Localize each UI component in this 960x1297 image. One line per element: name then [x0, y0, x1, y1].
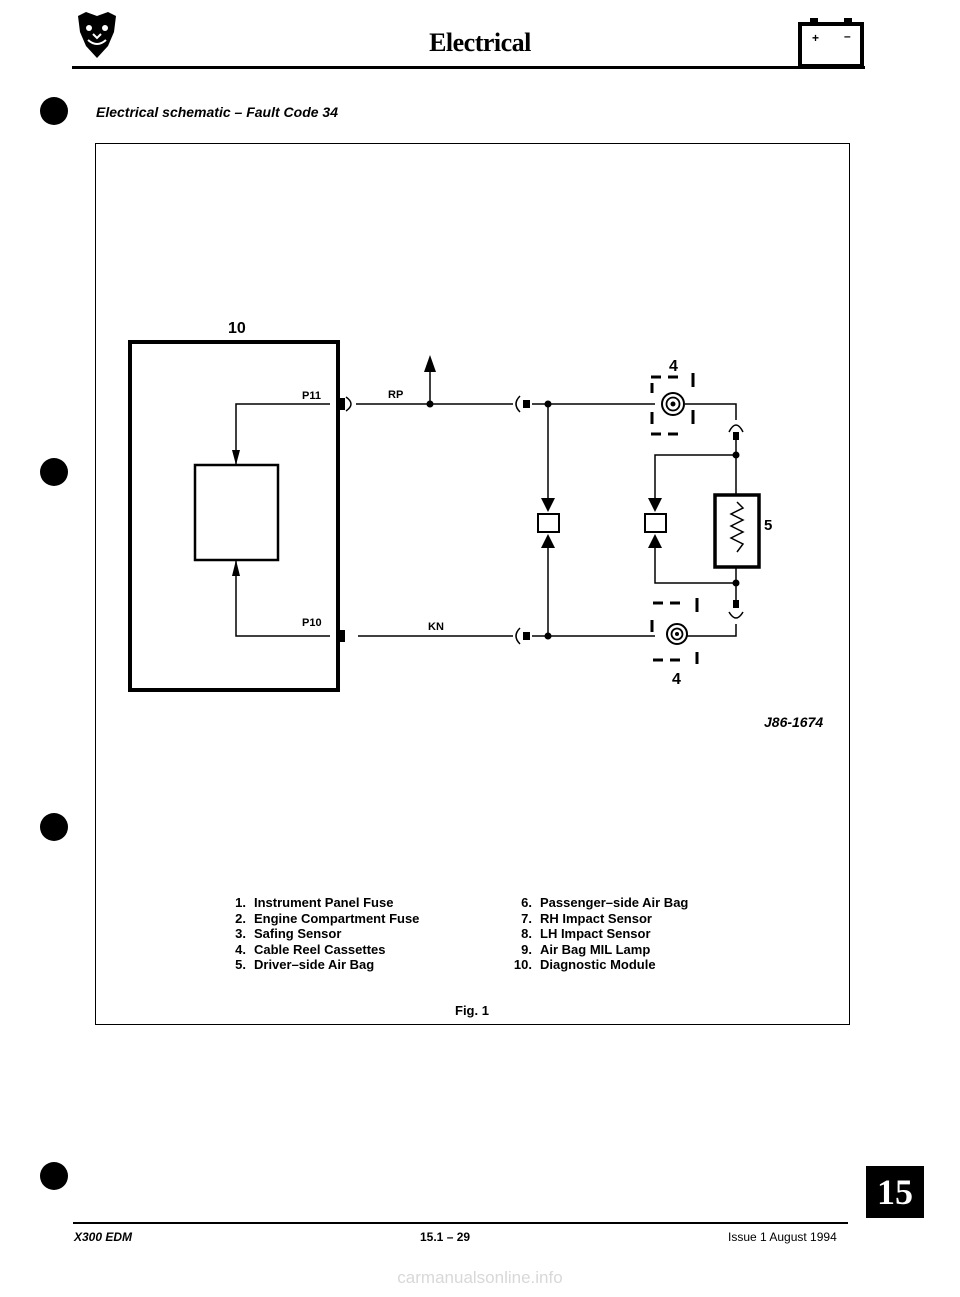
internal-module-box — [193, 463, 280, 562]
legend-item: 10.Diagnostic Module — [513, 957, 656, 972]
legend-left: 1.Instrument Panel Fuse 2.Engine Compart… — [216, 895, 419, 973]
legend-right: 6.Passenger–side Air Bag 7.RH Impact Sen… — [502, 895, 688, 973]
wire-label-kn: KN — [428, 621, 444, 633]
pin-label-lower: P10 — [302, 617, 322, 629]
battery-minus-sign: – — [844, 29, 851, 43]
figure-caption: Fig. 1 — [455, 1003, 489, 1018]
margin-bullet — [40, 97, 68, 125]
drawing-number: J86-1674 — [764, 714, 823, 730]
footer-page-number: 15.1 – 29 — [420, 1230, 471, 1244]
wire-label-rp: RP — [388, 389, 403, 401]
page-title: Electrical — [429, 28, 531, 57]
reel-label-top: 4 — [669, 358, 678, 375]
battery-icon: + – — [796, 16, 866, 68]
margin-bullet — [40, 1162, 68, 1190]
footer-divider — [73, 1222, 848, 1224]
pin-label-upper: P11 — [302, 390, 321, 402]
battery-plus-sign: + — [812, 31, 819, 45]
footer-issue-date: Issue 1 August 1994 — [728, 1230, 837, 1244]
footer-doc-id: X300 EDM — [74, 1230, 133, 1244]
header-divider — [72, 66, 865, 69]
legend-item: 4.Cable Reel Cassettes — [235, 941, 386, 957]
legend-item: 7.RH Impact Sensor — [521, 910, 652, 926]
reel-label-bottom: 4 — [672, 671, 681, 688]
section-tab[interactable]: 15 — [866, 1166, 924, 1218]
legend-item: 8.LH Impact Sensor — [521, 926, 651, 941]
cable-reel-lower — [650, 598, 699, 664]
figure-frame — [95, 143, 850, 1025]
cable-reel-upper — [650, 373, 695, 436]
margin-bullet — [40, 458, 68, 486]
legend-item: 3.Safing Sensor — [235, 926, 342, 941]
legend-item: 6.Passenger–side Air Bag — [521, 895, 689, 910]
driver-airbag — [713, 493, 761, 569]
diagnostic-module-outline — [128, 340, 340, 692]
legend-item: 2.Engine Compartment Fuse — [235, 910, 420, 926]
impact-sensor-left — [537, 513, 560, 533]
watermark: carmanualsonline.info — [397, 1268, 563, 1287]
section-heading: Electrical schematic – Fault Code 34 — [96, 104, 338, 120]
legend-item: 9.Air Bag MIL Lamp — [521, 941, 651, 957]
module-label: 10 — [228, 320, 246, 337]
legend-item: 5.Driver–side Air Bag — [235, 957, 375, 972]
legend-item: 1.Instrument Panel Fuse — [235, 895, 394, 910]
jaguar-head-logo-icon — [74, 10, 120, 60]
connector-pin-p10 — [337, 630, 345, 642]
connector-pin-p11 — [337, 398, 345, 410]
airbag-label: 5 — [764, 517, 772, 534]
margin-bullet — [40, 813, 68, 841]
impact-sensor-right — [644, 513, 667, 533]
